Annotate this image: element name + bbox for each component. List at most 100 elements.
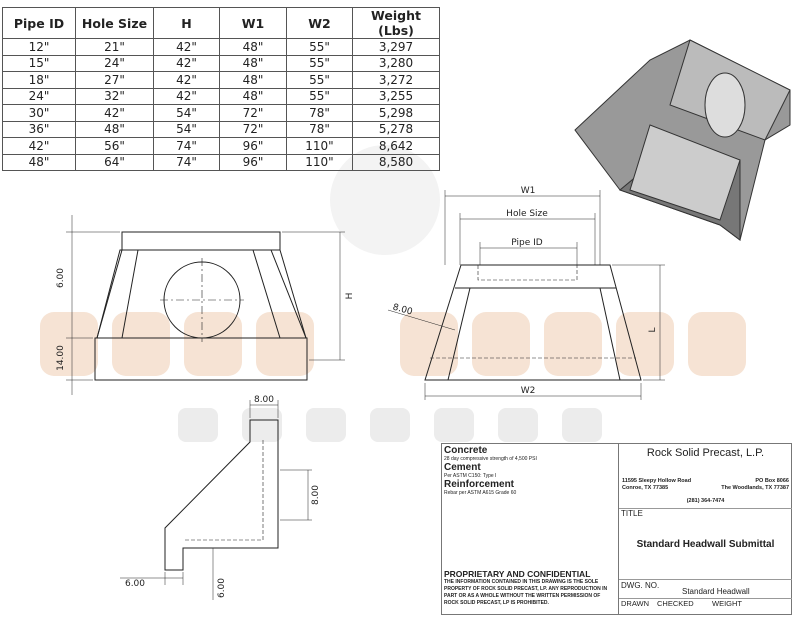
table-cell: 54" [153, 104, 220, 122]
proprietary-heading: PROPRIETARY AND CONFIDENTIAL [444, 569, 591, 579]
table-cell: 55" [286, 87, 353, 105]
table-cell: 72" [219, 120, 287, 138]
table-cell: 8,642 [352, 137, 440, 155]
watermark-logo [40, 145, 746, 442]
end-view [387, 190, 665, 400]
side-view [120, 400, 312, 600]
table-cell: 15" [2, 54, 76, 72]
table-cell: 5,298 [352, 104, 440, 122]
table-cell: 3,272 [352, 71, 440, 89]
col-pipe-id: Pipe ID [2, 7, 76, 39]
table-cell: 48" [219, 54, 287, 72]
dim-side-top: 8.00 [254, 395, 274, 405]
table-row: 15"24"42"48"55"3,280 [2, 54, 440, 72]
address-street: 11595 Sleepy Hollow Road [622, 478, 692, 484]
table-cell: 42" [153, 87, 220, 105]
watermark-letter [400, 312, 458, 376]
table-cell: 8,580 [352, 153, 440, 171]
table-cell: 30" [2, 104, 76, 122]
col-w1: W1 [219, 7, 287, 39]
dim-w2: W2 [521, 386, 536, 396]
table-cell: 42" [153, 71, 220, 89]
table-row: 42"56"74"96"110"8,642 [2, 137, 440, 155]
table-cell: 96" [219, 153, 287, 171]
front-view [66, 215, 345, 395]
drawn-label: DRAWN [621, 599, 650, 608]
table-cell: 42" [153, 38, 220, 56]
table-cell: 78" [286, 104, 353, 122]
col-hole-size: Hole Size [75, 7, 154, 39]
table-cell: 55" [286, 38, 353, 56]
table-row: 18"27"42"48"55"3,272 [2, 71, 440, 89]
phone: (281) 364-7474 [686, 498, 725, 504]
table-cell: 74" [153, 137, 220, 155]
reinforcement-note: Rebar per ASTM A615 Grade 60 [444, 490, 517, 496]
table-cell: 12" [2, 38, 76, 56]
watermark-letter [256, 312, 314, 376]
dim-front-bottom: 14.00 [56, 345, 66, 371]
table-cell: 74" [153, 153, 220, 171]
concrete-note: 28 day compressive strength of 4,500 PSI [444, 456, 537, 462]
checked-label: CHECKED [657, 599, 694, 608]
po-city: The Woodlands, TX 77387 [721, 485, 789, 491]
table-cell: 42" [75, 104, 154, 122]
table-cell: 64" [75, 153, 154, 171]
col-weight: Weight (Lbs) [352, 7, 440, 39]
title-block: Concrete 28 day compressive strength of … [441, 443, 792, 615]
reinforcement-heading: Reinforcement [444, 479, 515, 490]
table-header: Pipe ID Hole Size H W1 W2 Weight (Lbs) [2, 7, 440, 39]
table-cell: 48" [219, 87, 287, 105]
dim-front-top: 6.00 [56, 268, 66, 288]
dim-pipe: Pipe ID [511, 238, 542, 248]
cement-note: Per ASTM C150: Type I [444, 473, 497, 479]
dwg-no-label: DWG. NO. [621, 581, 660, 590]
dim-length: L [648, 327, 658, 332]
dim-w1: W1 [521, 186, 536, 196]
table-cell: 24" [2, 87, 76, 105]
watermark-letter [40, 312, 98, 376]
table-row: 48"64"74"96"110"8,580 [2, 153, 440, 171]
dim-side-right: 8.00 [311, 485, 321, 505]
dim-side-bottom-right: 6.00 [217, 578, 227, 598]
title-block-right: Rock Solid Precast, L.P. 11595 Sleepy Ho… [618, 444, 792, 614]
address-city: Conroe, TX 77385 [622, 485, 669, 491]
watermark-letter [306, 408, 346, 442]
dimension-table: Pipe ID Hole Size H W1 W2 Weight (Lbs) 1… [2, 7, 440, 171]
col-w2: W2 [286, 7, 353, 39]
col-h: H [153, 7, 220, 39]
dim-front-height: H [345, 293, 355, 300]
table-cell: 27" [75, 71, 154, 89]
table-cell: 55" [286, 71, 353, 89]
watermark-letter [178, 408, 218, 442]
isometric-view [574, 39, 791, 241]
watermark-letter [472, 312, 530, 376]
watermark-letter [242, 408, 282, 442]
watermark-letter [688, 312, 746, 376]
table-cell: 32" [75, 87, 154, 105]
table-cell: 36" [2, 120, 76, 138]
watermark-letter [112, 312, 170, 376]
table-cell: 48" [75, 120, 154, 138]
table-cell: 42" [153, 54, 220, 72]
dim-side-bottom-left: 6.00 [125, 579, 145, 589]
watermark-letter [370, 408, 410, 442]
watermark-letter [434, 408, 474, 442]
dim-hole: Hole Size [506, 209, 548, 219]
table-cell: 3,297 [352, 38, 440, 56]
table-row: 30"42"54"72"78"5,298 [2, 104, 440, 122]
cement-heading: Cement [444, 462, 481, 473]
watermark-letter [498, 408, 538, 442]
table-cell: 48" [219, 71, 287, 89]
table-cell: 5,278 [352, 120, 440, 138]
table-cell: 21" [75, 38, 154, 56]
drawing-title: Standard Headwall Submittal [636, 539, 775, 550]
company-name: Rock Solid Precast, L.P. [646, 447, 765, 459]
table-cell: 78" [286, 120, 353, 138]
table-cell: 42" [2, 137, 76, 155]
watermark-letter [544, 312, 602, 376]
proprietary-text: THE INFORMATION CONTAINED IN THIS DRAWIN… [444, 579, 608, 606]
table-cell: 3,255 [352, 87, 440, 105]
table-cell: 48" [219, 38, 287, 56]
